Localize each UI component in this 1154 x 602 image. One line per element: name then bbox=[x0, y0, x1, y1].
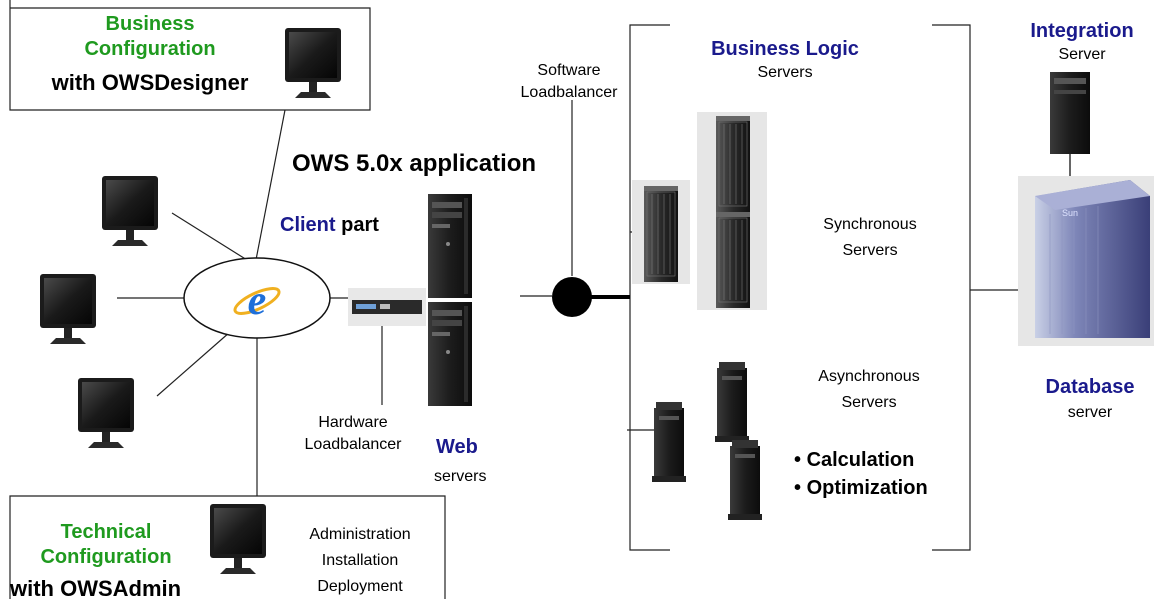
admin-monitor-icon bbox=[210, 504, 266, 574]
application-title: OWS 5.0x application bbox=[292, 150, 537, 177]
database-subtitle: server bbox=[1067, 404, 1113, 421]
software-loadbalancer-node bbox=[552, 277, 592, 317]
async-task-optimization: Optimization bbox=[806, 477, 928, 499]
software-loadbalancer-line2: Loadbalancer bbox=[520, 84, 618, 101]
client-part-emphasis: Client bbox=[280, 214, 336, 236]
database-title: Database bbox=[1045, 376, 1135, 398]
business-logic-subtitle: Servers bbox=[757, 64, 813, 81]
software-loadbalancer-line1: Software bbox=[537, 62, 601, 79]
svg-text:e: e bbox=[248, 278, 267, 324]
technical-config-line1: Technical bbox=[60, 521, 152, 543]
designer-monitor-icon bbox=[285, 28, 341, 98]
admin-tasks-list: Administration Installation Deployment bbox=[280, 522, 440, 600]
asynchronous-label: Asynchronous Servers bbox=[794, 364, 944, 416]
technical-config-label: Technical Configuration bbox=[26, 520, 186, 570]
business-config-line1: Business bbox=[105, 13, 195, 35]
admin-task-administration: Administration bbox=[309, 526, 411, 543]
sync-server-icon-3 bbox=[715, 211, 751, 309]
web-server-icon-2 bbox=[428, 302, 472, 406]
asynchronous-line1: Asynchronous bbox=[818, 368, 920, 385]
business-config-box bbox=[9, 0, 371, 111]
synchronous-label: Synchronous Servers bbox=[800, 212, 940, 264]
software-loadbalancer-label: Software Loadbalancer bbox=[494, 60, 644, 104]
synchronous-line2: Servers bbox=[842, 242, 898, 259]
client-part-rest: part bbox=[335, 214, 379, 236]
async-task-item: • Optimization bbox=[794, 474, 928, 502]
admin-task-deployment: Deployment bbox=[317, 578, 403, 595]
integration-title: Integration bbox=[1030, 20, 1134, 42]
sync-server-icon-1 bbox=[643, 185, 679, 283]
database-logo-icon: Sun bbox=[1062, 208, 1078, 218]
async-server-icon-1 bbox=[652, 402, 686, 482]
business-logic-bracket-right bbox=[932, 24, 971, 551]
bullet-icon: • bbox=[794, 449, 807, 471]
hardware-loadbalancer-line2: Loadbalancer bbox=[304, 436, 402, 453]
web-servers-rest: servers bbox=[434, 468, 487, 485]
database-server-icon: Sun bbox=[1018, 176, 1154, 346]
client-monitor-icon-2 bbox=[40, 274, 96, 344]
async-task-calculation: Calculation bbox=[806, 449, 915, 471]
client-browser-ellipse bbox=[183, 257, 331, 339]
technical-config-line2: Configuration bbox=[40, 546, 172, 568]
admin-task-installation: Installation bbox=[321, 552, 399, 569]
technical-config-tool: with OWSAdmin bbox=[10, 576, 182, 601]
hardware-loadbalancer-line1: Hardware bbox=[318, 414, 388, 431]
async-task-item: • Calculation bbox=[794, 446, 928, 474]
web-servers-emphasis: Web bbox=[436, 436, 478, 458]
business-config-tool: with OWSDesigner bbox=[51, 70, 249, 95]
internet-explorer-icon: e bbox=[233, 278, 281, 324]
hardware-loadbalancer-label: Hardware Loadbalancer bbox=[278, 412, 428, 456]
client-monitor-icon-3 bbox=[78, 378, 134, 448]
asynchronous-line2: Servers bbox=[841, 394, 897, 411]
bullet-icon: • bbox=[794, 477, 807, 499]
business-config-line2: Configuration bbox=[84, 38, 216, 60]
sync-server-icon-2 bbox=[715, 115, 751, 213]
client-monitor-icon-1 bbox=[102, 176, 158, 246]
web-server-icon-1 bbox=[428, 194, 472, 298]
business-logic-title: Business Logic bbox=[711, 38, 859, 60]
business-config-label: Business Configuration bbox=[70, 12, 230, 62]
synchronous-line1: Synchronous bbox=[823, 216, 917, 233]
async-server-icon-2 bbox=[715, 362, 749, 442]
hardware-loadbalancer-icon bbox=[348, 288, 426, 326]
client-part-label: Client part bbox=[280, 214, 379, 237]
async-tasks-list: • Calculation • Optimization bbox=[794, 446, 928, 502]
integration-subtitle: Server bbox=[1058, 46, 1106, 63]
technical-config-box bbox=[9, 495, 446, 599]
integration-server-icon bbox=[1050, 72, 1090, 196]
async-server-icon-3 bbox=[728, 440, 762, 520]
business-logic-bracket-left bbox=[629, 24, 670, 551]
